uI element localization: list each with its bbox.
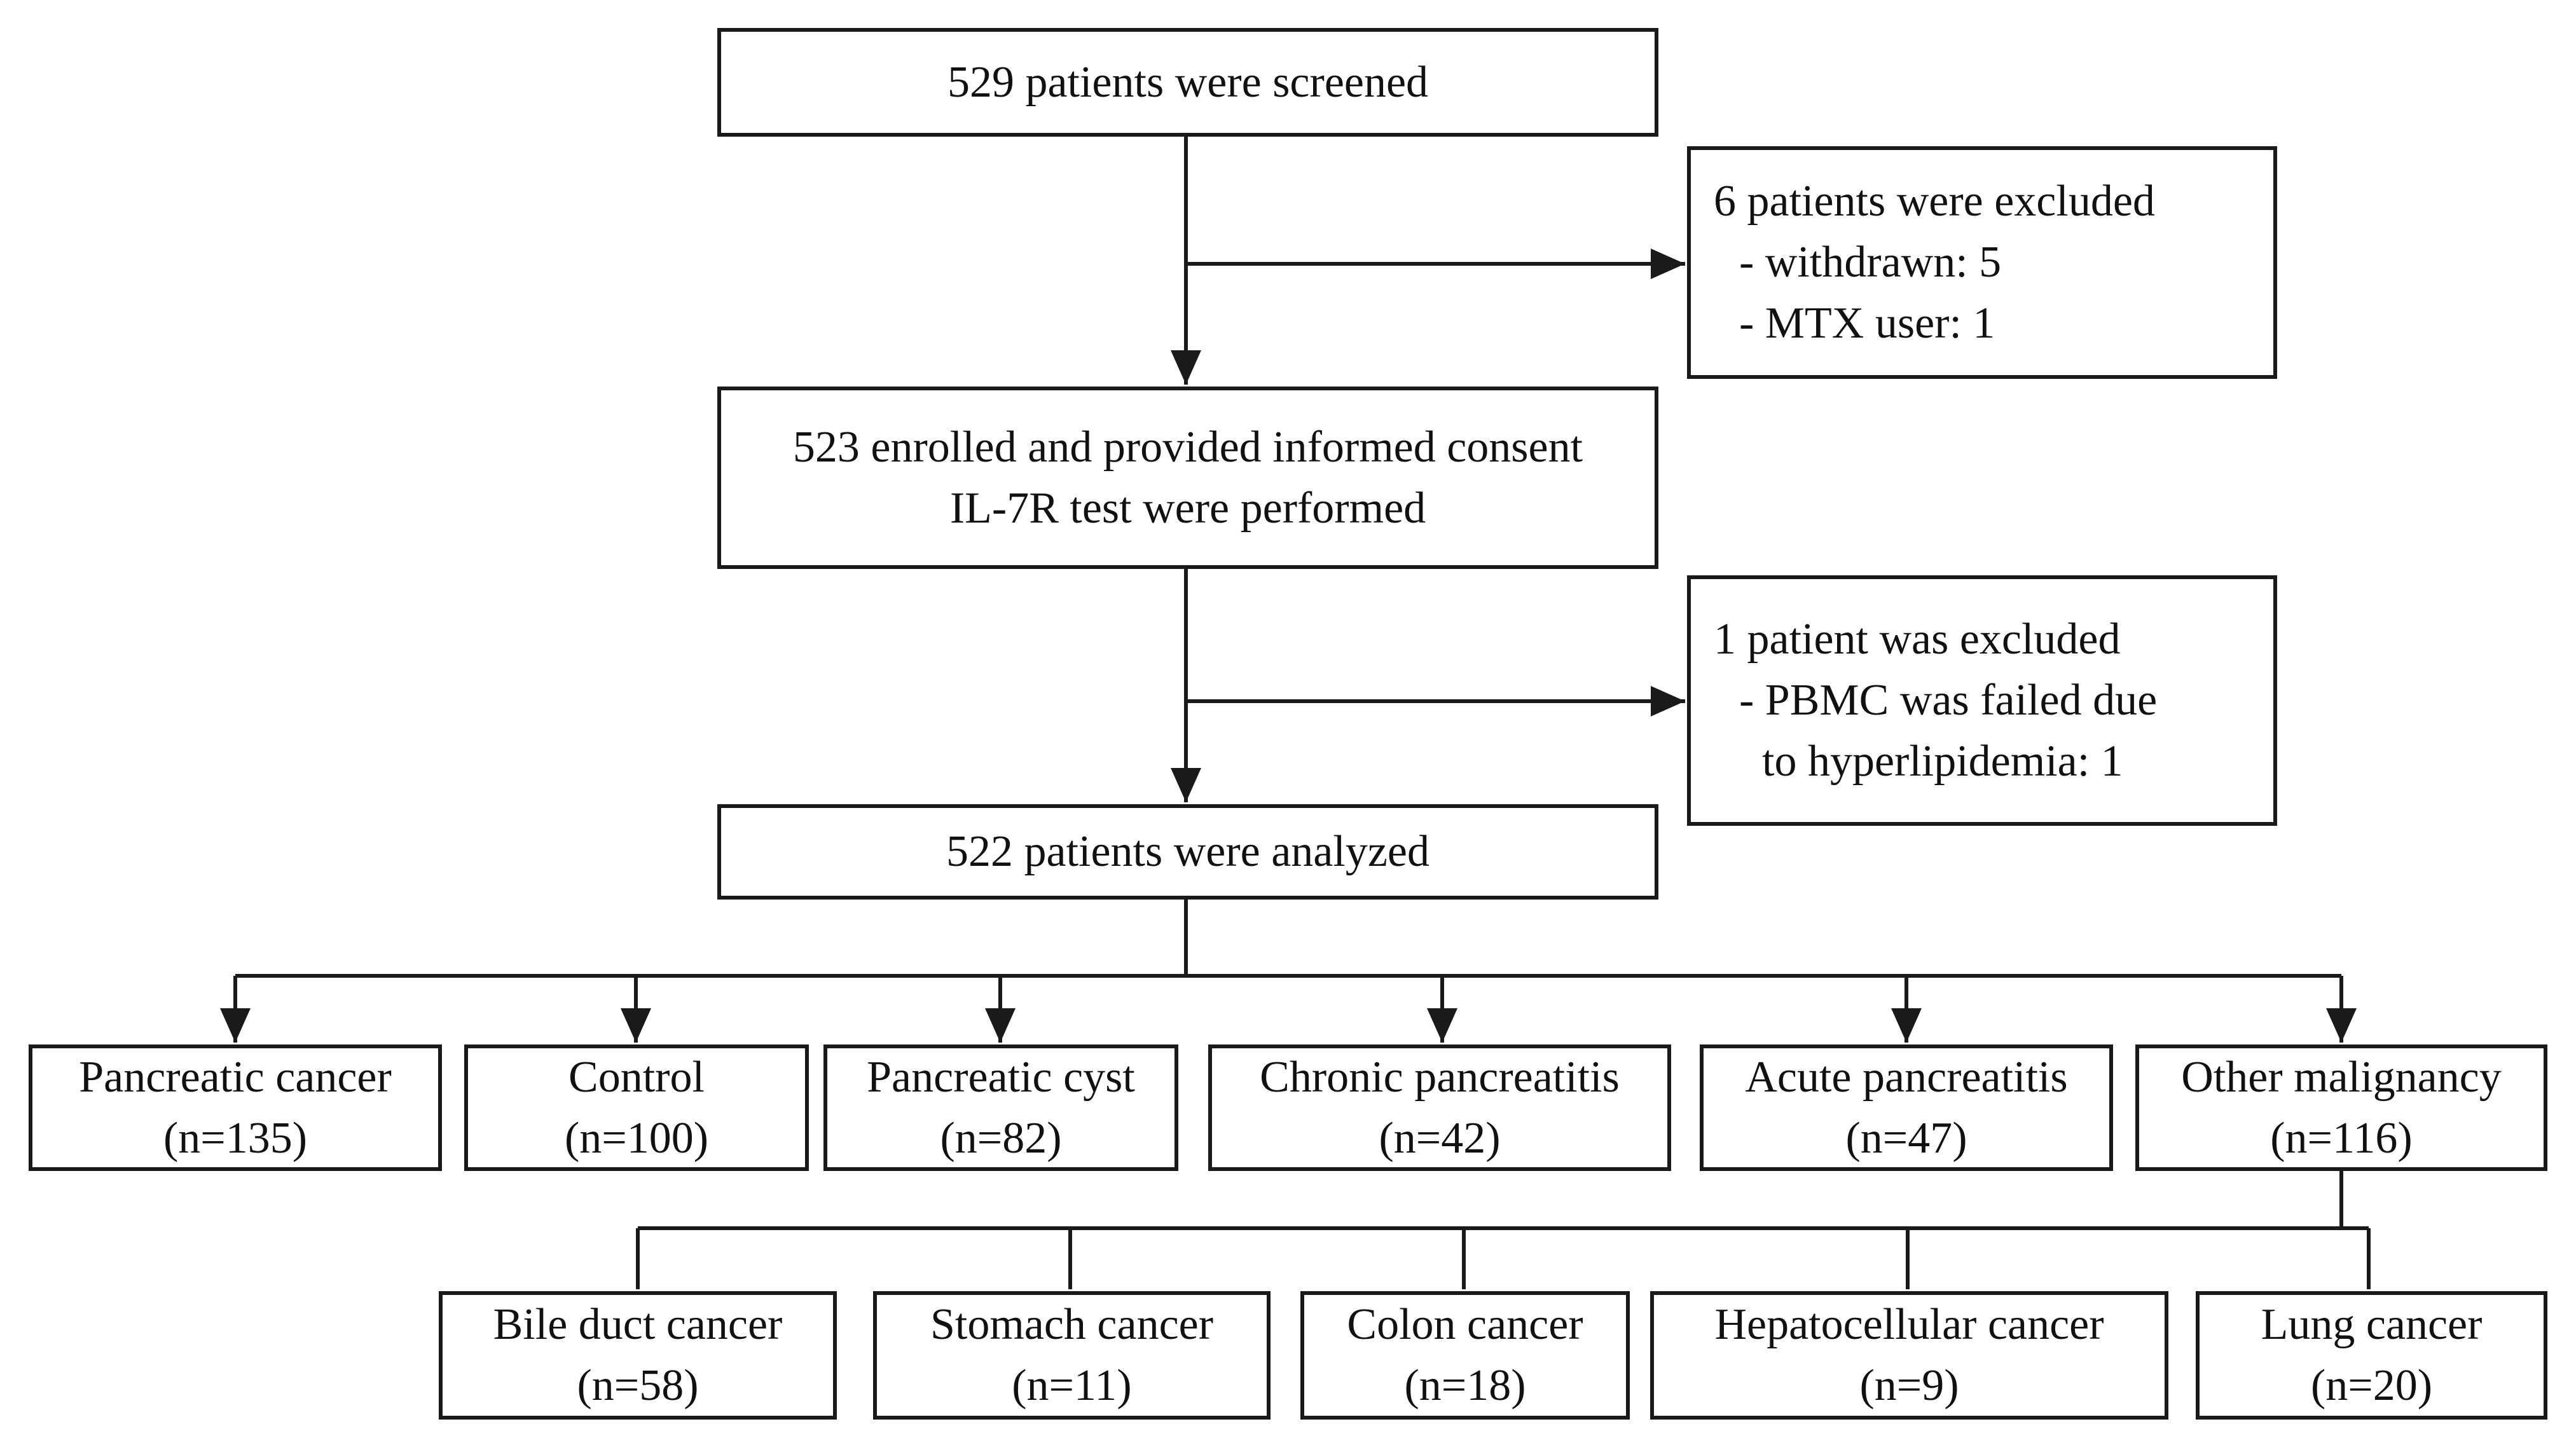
group-name: Pancreatic cyst: [867, 1052, 1135, 1102]
exclusion-2-title: 1 patient was excluded: [1714, 615, 2121, 664]
group-pancreatic-cyst: Pancreatic cyst (n=82): [823, 1044, 1178, 1171]
analyzed-text: 522 patients were analyzed: [946, 827, 1429, 876]
group-count: (n=47): [1845, 1113, 1967, 1163]
group-name: Other malignancy: [2181, 1052, 2502, 1102]
subgroup-lung-cancer: Lung cancer (n=20): [2196, 1291, 2547, 1420]
subgroup-stomach-cancer: Stomach cancer (n=11): [873, 1291, 1271, 1420]
group-count: (n=100): [564, 1113, 709, 1163]
subgroup-hepatocellular-cancer: Hepatocellular cancer (n=9): [1650, 1291, 2168, 1420]
group-acute-pancreatitis: Acute pancreatitis (n=47): [1700, 1044, 2113, 1171]
group-count: (n=82): [940, 1113, 1062, 1163]
enrolled-line-2: IL-7R test were performed: [949, 483, 1426, 533]
group-pancreatic-cancer: Pancreatic cancer (n=135): [29, 1044, 442, 1171]
subgroup-count: (n=9): [1859, 1361, 1959, 1410]
subgroup-count: (n=11): [1012, 1361, 1132, 1410]
group-other-malignancy: Other malignancy (n=116): [2135, 1044, 2547, 1171]
subgroup-bile-duct-cancer: Bile duct cancer (n=58): [439, 1291, 837, 1420]
analyzed-box: 522 patients were analyzed: [717, 804, 1658, 900]
group-count: (n=42): [1379, 1113, 1501, 1163]
exclusion-box-1: 6 patients were excluded - withdrawn: 5 …: [1687, 146, 2277, 379]
exclusion-1-item-withdrawn: - withdrawn: 5: [1739, 238, 2002, 287]
group-count: (n=116): [2270, 1113, 2413, 1163]
exclusion-2-line-2: to hyperlipidemia: 1: [1762, 737, 2123, 786]
group-name: Control: [568, 1052, 705, 1102]
screened-box: 529 patients were screened: [717, 28, 1658, 137]
group-control: Control (n=100): [464, 1044, 809, 1171]
exclusion-1-title: 6 patients were excluded: [1714, 177, 2155, 226]
group-chronic-pancreatitis: Chronic pancreatitis (n=42): [1208, 1044, 1671, 1171]
group-name: Pancreatic cancer: [79, 1052, 392, 1102]
exclusion-2-line-1: - PBMC was failed due: [1739, 676, 2158, 725]
subgroup-count: (n=20): [2310, 1361, 2433, 1410]
subgroup-count: (n=18): [1404, 1361, 1526, 1410]
group-count: (n=135): [163, 1113, 308, 1163]
enrolled-line-1: 523 enrolled and provided informed conse…: [792, 422, 1583, 472]
group-name: Acute pancreatitis: [1745, 1052, 2068, 1102]
exclusion-1-item-mtx: - MTX user: 1: [1739, 299, 1995, 348]
group-name: Chronic pancreatitis: [1260, 1052, 1620, 1102]
screened-text: 529 patients were screened: [947, 57, 1429, 107]
subgroup-name: Colon cancer: [1347, 1300, 1583, 1349]
subgroup-name: Bile duct cancer: [493, 1300, 783, 1349]
subgroup-name: Hepatocellular cancer: [1714, 1300, 2104, 1349]
enrolled-box: 523 enrolled and provided informed conse…: [717, 387, 1658, 569]
subgroup-count: (n=58): [577, 1361, 699, 1410]
exclusion-box-2: 1 patient was excluded - PBMC was failed…: [1687, 575, 2277, 826]
subgroup-name: Stomach cancer: [930, 1300, 1214, 1349]
subgroup-name: Lung cancer: [2261, 1300, 2483, 1349]
subgroup-colon-cancer: Colon cancer (n=18): [1300, 1291, 1630, 1420]
